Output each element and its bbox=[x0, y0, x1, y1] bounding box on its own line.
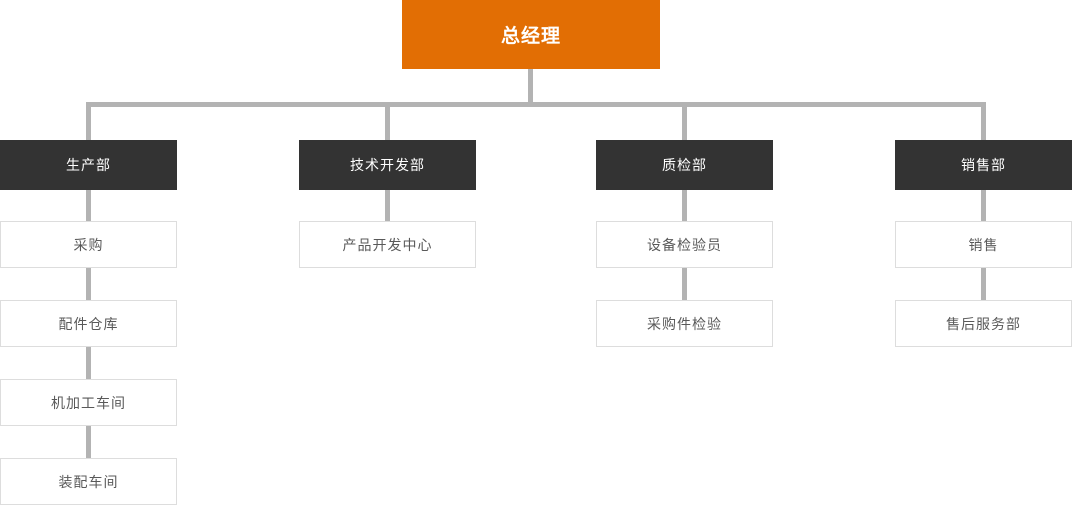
node-purchased-parts-inspection: 采购件检验 bbox=[596, 300, 773, 347]
node-dept-production: 生产部 bbox=[0, 140, 177, 190]
connector-branch-quality bbox=[682, 102, 687, 324]
node-dept-quality: 质检部 bbox=[596, 140, 773, 190]
node-general-manager: 总经理 bbox=[402, 0, 660, 69]
connector-branch-sales bbox=[981, 102, 986, 324]
node-parts-warehouse: 配件仓库 bbox=[0, 300, 177, 347]
connector-branch-production bbox=[86, 102, 91, 482]
node-sales: 销售 bbox=[895, 221, 1072, 268]
node-product-dev-center: 产品开发中心 bbox=[299, 221, 476, 268]
node-equipment-inspector: 设备检验员 bbox=[596, 221, 773, 268]
connector-trunk-line bbox=[86, 102, 986, 107]
node-dept-tech-development: 技术开发部 bbox=[299, 140, 476, 190]
node-machining-workshop: 机加工车间 bbox=[0, 379, 177, 426]
node-after-sales-service: 售后服务部 bbox=[895, 300, 1072, 347]
node-assembly-workshop: 装配车间 bbox=[0, 458, 177, 505]
connector-root-stub bbox=[528, 69, 533, 107]
node-purchasing: 采购 bbox=[0, 221, 177, 268]
node-dept-sales: 销售部 bbox=[895, 140, 1072, 190]
